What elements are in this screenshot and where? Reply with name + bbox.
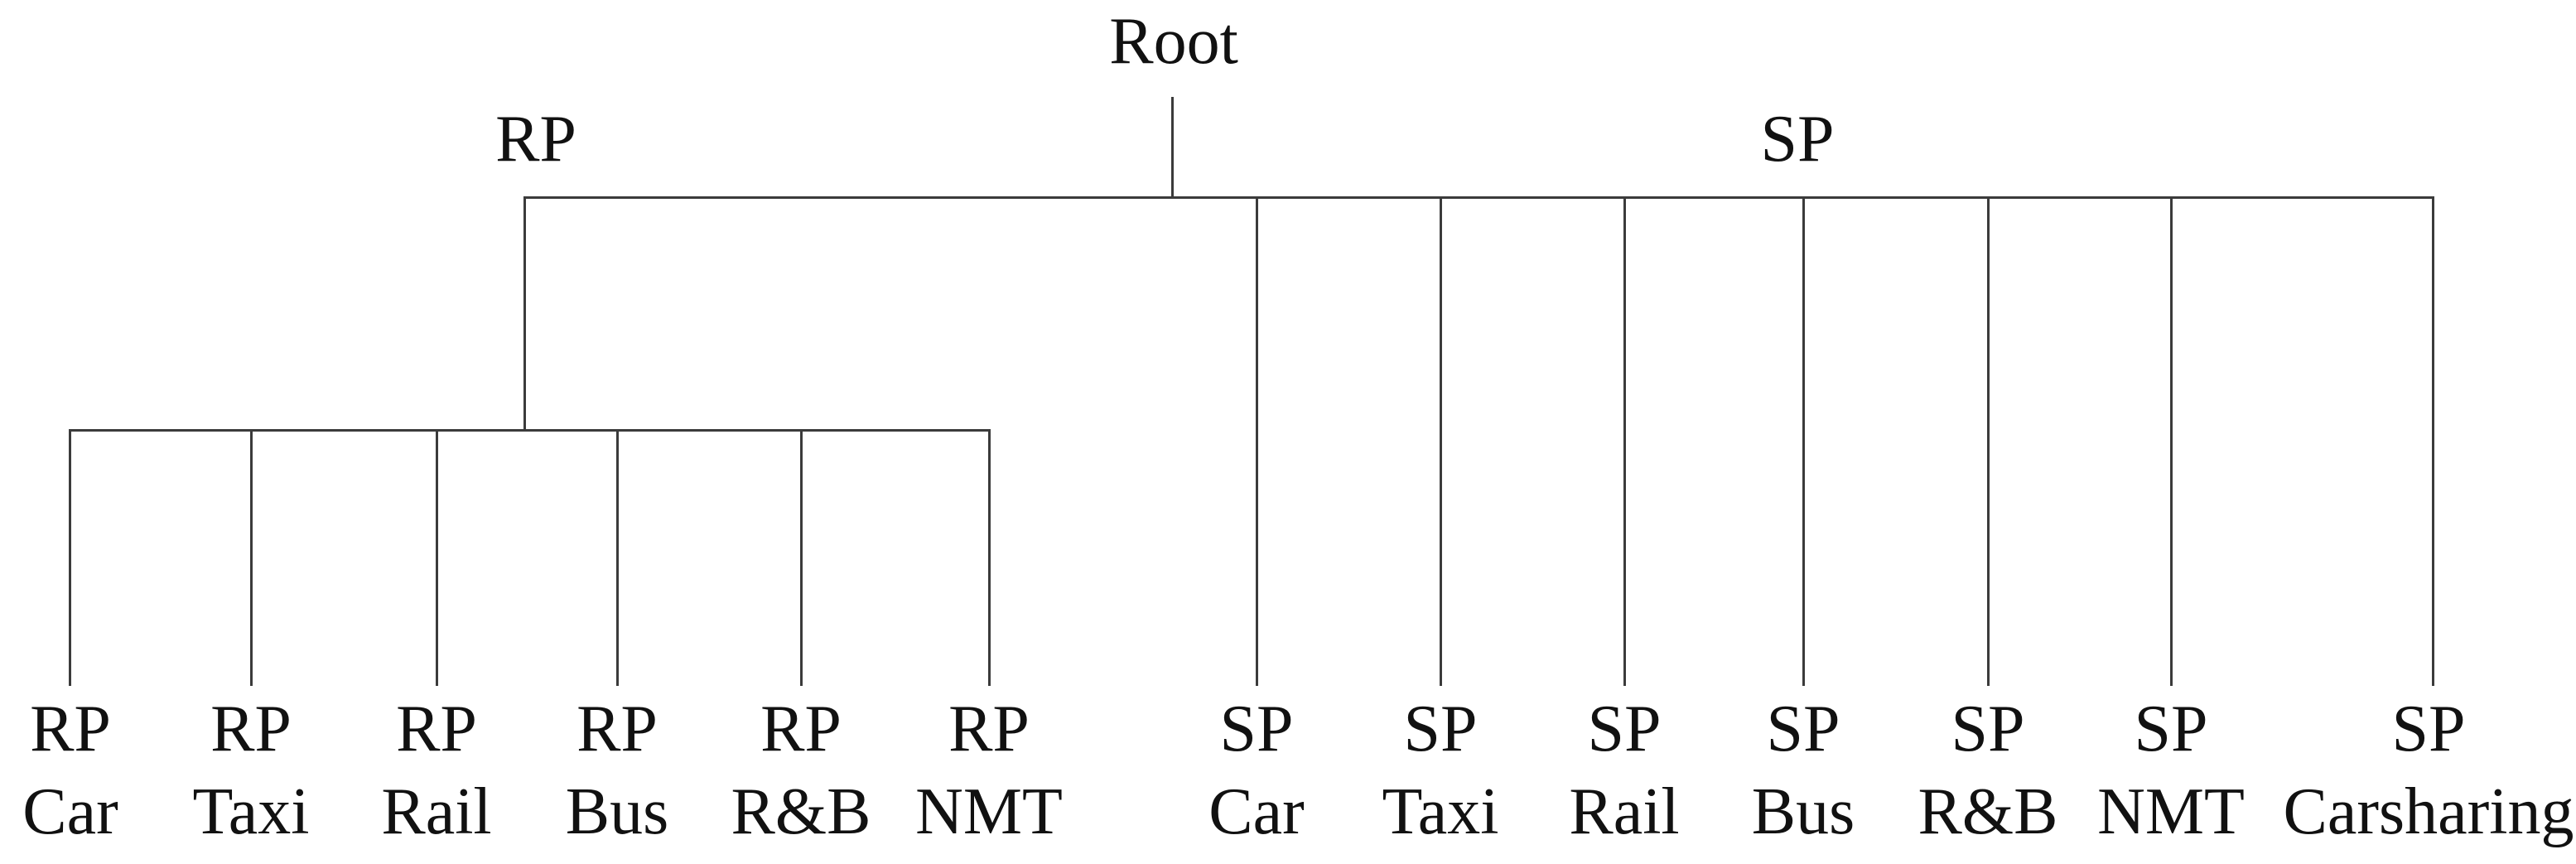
sp-taxi-drop-line — [1440, 196, 1442, 686]
leaf-mode: Taxi — [192, 775, 310, 848]
rp-branch-label: RP — [495, 103, 576, 176]
leaf-sp-rail: SP Rail — [1442, 688, 1807, 853]
leaf-mode: Bus — [1751, 775, 1855, 848]
rp-bus-drop-line — [616, 429, 619, 686]
leaf-sp-rb: SP R&B — [1806, 688, 2170, 853]
sp-bus-drop-line — [1802, 196, 1805, 686]
sp-carsharing-drop-line — [2432, 196, 2434, 686]
leaf-sp-taxi: SP Taxi — [1258, 688, 1623, 853]
leaf-sp-bus: SP Bus — [1621, 688, 1985, 853]
leaf-group: RP — [948, 693, 1030, 765]
rp-rail-drop-line — [436, 429, 438, 686]
leaf-mode: NMT — [2097, 775, 2245, 848]
leaf-mode: R&B — [1918, 775, 2058, 848]
leaf-mode: Taxi — [1382, 775, 1499, 848]
rp-children-rail-line — [69, 429, 991, 432]
rp-nmt-drop-line — [988, 429, 991, 686]
leaf-sp-carsharing: SP Carsharing — [2246, 688, 2576, 853]
leaf-group: SP — [2134, 693, 2208, 765]
leaf-rp-taxi: RP Taxi — [69, 688, 433, 853]
leaf-group: SP — [1587, 693, 1662, 765]
leaf-mode: NMT — [915, 775, 1063, 848]
top-rail-line — [524, 196, 2434, 199]
leaf-mode: R&B — [731, 775, 871, 848]
leaf-group: RP — [210, 693, 292, 765]
leaf-group: SP — [1219, 693, 1294, 765]
leaf-group: RP — [760, 693, 842, 765]
leaf-mode: Car — [1208, 775, 1305, 848]
leaf-group: RP — [30, 693, 111, 765]
leaf-mode: Rail — [1569, 775, 1680, 848]
leaf-rp-rail: RP Rail — [254, 688, 619, 853]
sp-rail-drop-line — [1623, 196, 1626, 686]
rp-taxi-drop-line — [250, 429, 253, 686]
leaf-group: RP — [396, 693, 477, 765]
sp-car-drop-line — [1256, 196, 1258, 686]
leaf-group: SP — [1766, 693, 1840, 765]
sp-rb-drop-line — [1987, 196, 1990, 686]
root-stem-line — [1171, 97, 1174, 197]
leaf-mode: Rail — [381, 775, 492, 848]
rp-stem-line — [523, 196, 526, 432]
leaf-group: SP — [1951, 693, 2025, 765]
leaf-sp-car: SP Car — [1074, 688, 1439, 853]
leaf-mode: Carsharing — [2283, 775, 2574, 848]
leaf-rp-rb: RP R&B — [619, 688, 983, 853]
root-node-label: Root — [1109, 5, 1238, 78]
rp-rb-drop-line — [800, 429, 803, 686]
sp-nmt-drop-line — [2170, 196, 2173, 686]
rp-car-drop-line — [69, 429, 71, 686]
leaf-rp-bus: RP Bus — [435, 688, 799, 853]
leaf-rp-car: RP Car — [0, 688, 253, 853]
leaf-group: RP — [576, 693, 658, 765]
leaf-group: SP — [1403, 693, 1478, 765]
sp-branch-label: SP — [1760, 103, 1835, 176]
leaf-mode: Bus — [565, 775, 669, 848]
leaf-sp-nmt: SP NMT — [1989, 688, 2353, 853]
leaf-rp-nmt: RP NMT — [807, 688, 1171, 853]
leaf-group: SP — [2391, 693, 2466, 765]
leaf-mode: Car — [22, 775, 118, 848]
